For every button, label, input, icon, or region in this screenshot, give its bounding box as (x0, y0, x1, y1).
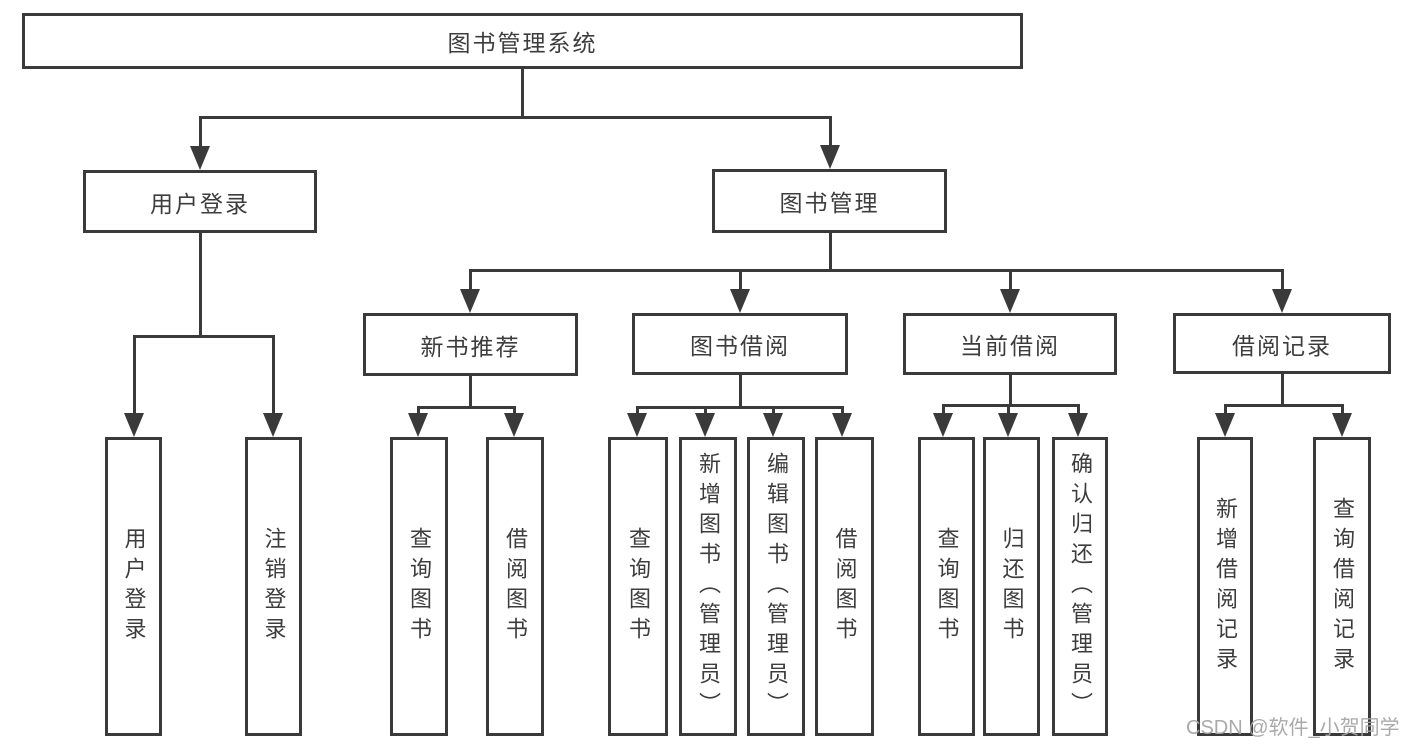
connector-arrow-stub (271, 336, 275, 413)
leaf-borrow-books-label: 借阅图书 (832, 526, 858, 647)
leaf-logout: 注销登录 (245, 437, 302, 736)
arrow-down-icon (1068, 413, 1088, 437)
arrow-down-icon (627, 413, 647, 437)
connector-arrow-stub (703, 407, 707, 413)
arrow-down-icon (263, 413, 283, 437)
connector-arrow-stub (1280, 270, 1284, 289)
leaf-user-login-label: 用户登录 (121, 526, 147, 647)
arrow-down-icon (190, 146, 210, 170)
connector-arrow-stub (198, 117, 202, 146)
arrow-down-icon (933, 413, 953, 437)
connector-arrow-stub (1340, 405, 1344, 413)
arrow-down-icon (763, 413, 783, 437)
arrow-down-icon (408, 413, 428, 437)
connector-arrow-stub (468, 270, 472, 289)
connector-arrow-stub (738, 270, 742, 289)
arrow-down-icon (695, 413, 715, 437)
connector-hline (198, 115, 832, 119)
connector-arrow-stub (828, 117, 832, 145)
arrow-down-icon (820, 145, 840, 169)
connector-vline (198, 233, 202, 336)
connector-vline (1008, 375, 1012, 405)
leaf-confirm-return-admin: 确认归还（管理员） (1052, 437, 1108, 736)
connector-vline (468, 376, 472, 407)
connector-hline (1223, 403, 1344, 407)
connector-hline (132, 334, 275, 338)
arrow-down-icon (730, 289, 750, 313)
arrow-down-icon (1332, 413, 1352, 437)
leaf-query-books-borrow-label: 查询图书 (626, 526, 651, 647)
arrow-down-icon (124, 413, 144, 437)
arrow-down-icon (460, 289, 480, 313)
connector-arrow-stub (1223, 405, 1227, 413)
node-borrow-records: 借阅记录 (1173, 313, 1391, 374)
node-book-management: 图书管理 (712, 169, 947, 233)
connector-arrow-stub (416, 407, 420, 413)
node-library-system: 图书管理系统 (22, 13, 1023, 69)
leaf-confirm-return-admin-label: 确认归还（管理员） (1068, 451, 1093, 722)
leaf-query-books-current: 查询图书 (918, 437, 975, 736)
node-current-borrow: 当前借阅 (903, 313, 1117, 375)
connector-arrow-stub (1006, 405, 1010, 413)
connector-hline (635, 405, 844, 409)
leaf-add-borrow-record: 新增借阅记录 (1197, 437, 1253, 736)
connector-hline (941, 403, 1080, 407)
connector-vline (520, 69, 524, 117)
watermark: CSDN @软件_小贺同学 (1186, 717, 1400, 739)
leaf-add-books-admin-label: 新增图书（管理员） (696, 451, 721, 722)
connector-vline (1280, 374, 1284, 405)
node-new-book-recommend: 新书推荐 (363, 313, 578, 376)
leaf-edit-books-admin-label: 编辑图书（管理员） (764, 451, 789, 722)
connector-arrow-stub (840, 407, 844, 413)
leaf-logout-label: 注销登录 (261, 526, 287, 647)
leaf-borrow-books-recommend: 借阅图书 (486, 437, 544, 736)
leaf-query-borrow-record: 查询借阅记录 (1313, 437, 1371, 736)
leaf-query-books-borrow: 查询图书 (608, 437, 668, 736)
leaf-borrow-books: 借阅图书 (815, 437, 874, 736)
connector-vline (738, 375, 742, 407)
leaf-query-books-recommend: 查询图书 (390, 437, 448, 736)
connector-arrow-stub (512, 407, 516, 413)
connector-arrow-stub (635, 407, 639, 413)
connector-vline (828, 233, 832, 270)
connector-hline (468, 268, 1284, 272)
leaf-user-login: 用户登录 (105, 437, 162, 736)
leaf-edit-books-admin: 编辑图书（管理员） (747, 437, 805, 736)
leaf-return-books-label: 归还图书 (999, 526, 1025, 647)
connector-arrow-stub (1008, 270, 1012, 289)
arrow-down-icon (1215, 413, 1235, 437)
leaf-query-books-recommend-label: 查询图书 (407, 526, 432, 647)
connector-arrow-stub (1076, 405, 1080, 413)
node-book-borrow: 图书借阅 (632, 313, 848, 375)
arrow-down-icon (1000, 289, 1020, 313)
connector-arrow-stub (771, 407, 775, 413)
leaf-borrow-books-recommend-label: 借阅图书 (503, 526, 528, 647)
connector-arrow-stub (941, 405, 945, 413)
leaf-return-books: 归还图书 (983, 437, 1040, 736)
leaf-add-books-admin: 新增图书（管理员） (679, 437, 737, 736)
arrow-down-icon (504, 413, 524, 437)
arrow-down-icon (1272, 289, 1292, 313)
leaf-add-borrow-record-label: 新增借阅记录 (1213, 496, 1238, 677)
connector-arrow-stub (132, 336, 136, 413)
connector-hline (416, 405, 516, 409)
leaf-query-borrow-record-label: 查询借阅记录 (1330, 496, 1355, 677)
arrow-down-icon (998, 413, 1018, 437)
leaf-query-books-current-label: 查询图书 (934, 526, 960, 647)
arrow-down-icon (832, 413, 852, 437)
node-user-login: 用户登录 (83, 170, 317, 233)
